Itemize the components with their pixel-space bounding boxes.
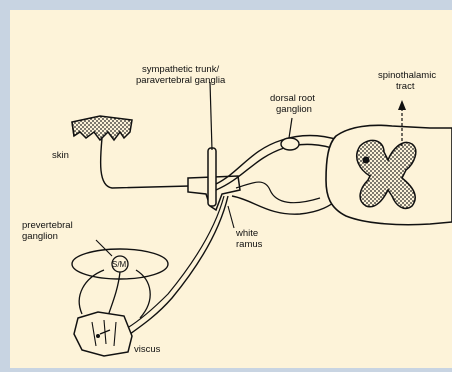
spinothalamic-label-line1: spinothalamic: [378, 70, 436, 81]
dorsal-root-label-line1: dorsal root: [270, 93, 315, 104]
dorsal-root-ganglion: [281, 138, 299, 150]
skin-label: skin: [52, 150, 69, 161]
viscus-label: viscus: [134, 344, 161, 355]
spinal-cord-cross-section: [326, 125, 452, 224]
dorsal-root-label-line2: ganglion: [276, 104, 312, 115]
sm-label: S/M: [112, 260, 127, 269]
sympathetic-trunk-label-line2: paravertebral ganglia: [136, 75, 226, 86]
white-ramus-label-line1: white: [235, 228, 258, 239]
prevertebral-label-line2: ganglion: [22, 231, 58, 242]
viscus-illustration: [74, 312, 132, 356]
spinothalamic-label-line2: tract: [396, 81, 415, 92]
prevertebral-label-line1: prevertebral: [22, 220, 73, 231]
white-ramus-label-line2: ramus: [236, 239, 263, 250]
sympathetic-trunk-label-line1: sympathetic trunk/: [142, 64, 219, 75]
